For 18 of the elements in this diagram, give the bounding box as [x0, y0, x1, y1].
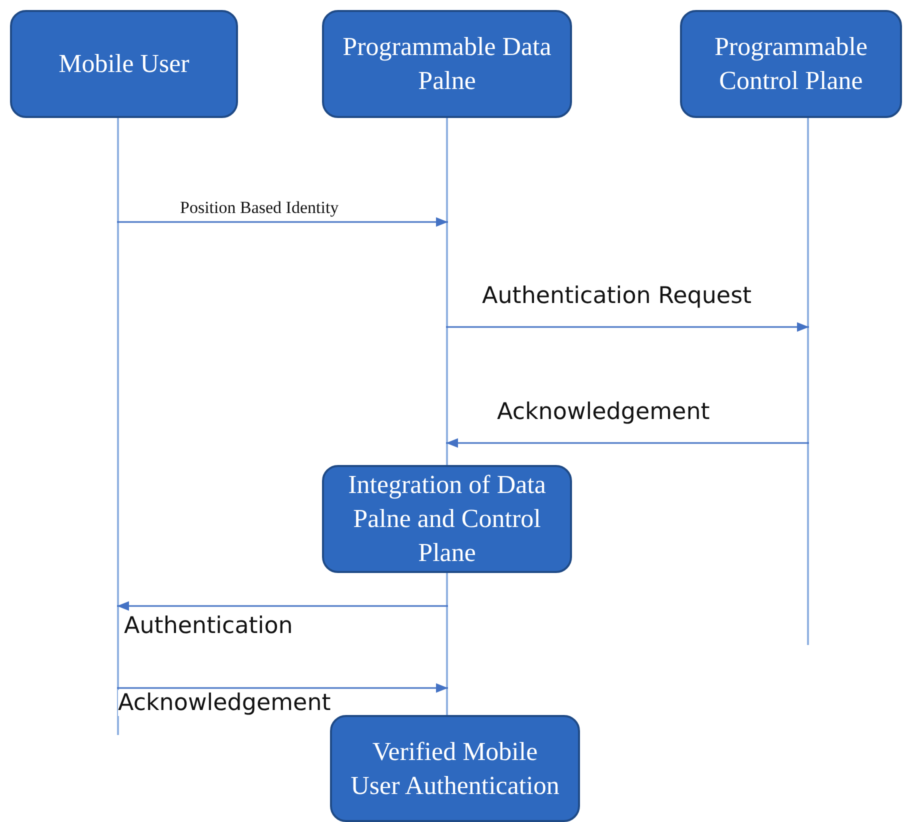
participant-box: Programmable Data Palne: [322, 10, 572, 118]
participant-box: Verified Mobile User Authentication: [330, 715, 580, 822]
participant-box: Programmable Control Plane: [680, 10, 902, 118]
message-arrow: [446, 322, 809, 332]
message-arrow: [117, 683, 448, 693]
lifeline: [446, 573, 448, 715]
message-arrow: [117, 217, 448, 227]
message-arrow: [117, 601, 448, 611]
edge-label: Acknowledgement: [497, 399, 710, 425]
edge-label: Position Based Identity: [180, 198, 339, 218]
lifeline: [807, 118, 809, 645]
participant-box: Integration of Data Palne and Control Plane: [322, 465, 572, 573]
edge-label: Authentication Request: [482, 283, 752, 309]
message-arrow: [446, 438, 809, 448]
participant-box: Mobile User: [10, 10, 238, 118]
edge-label: Acknowledgement: [118, 690, 331, 716]
lifeline: [446, 118, 448, 465]
lifeline: [117, 118, 119, 735]
